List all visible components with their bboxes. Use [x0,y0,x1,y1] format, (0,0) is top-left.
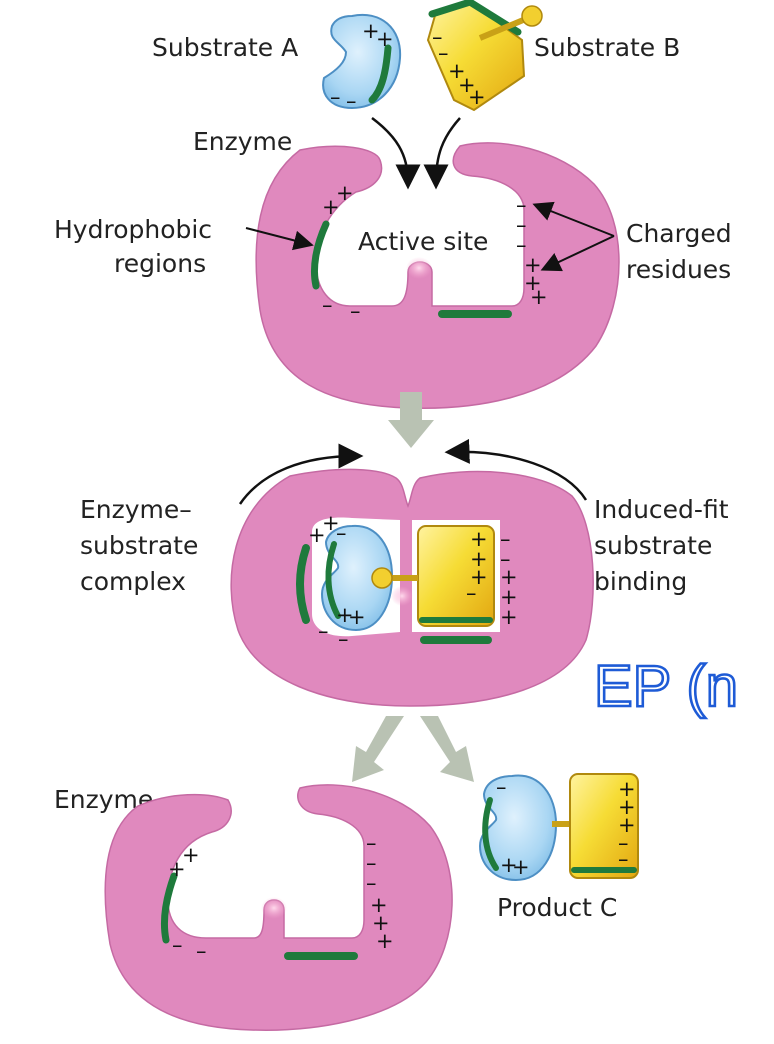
svg-text:–: – [366,851,377,875]
flow-arrow-to-enzyme [352,716,404,782]
charged-pointer-upper [532,201,615,237]
charged-pointer-lower [540,235,615,272]
svg-text:+: + [308,523,326,547]
svg-text:+: + [470,527,488,551]
charged-label-line1: Charged [626,219,732,248]
product-c: – ++ +++ –– [478,773,639,882]
product-label: Product C [497,893,617,922]
svg-text:+: + [182,843,200,867]
substrate-b-label: Substrate B [534,33,680,62]
svg-text:+: + [524,253,542,277]
induced-fit-label-line1: Induced-fit [594,495,729,524]
enzyme-open: ++ –– ––– +++ [255,142,620,409]
closing-arrow-right [444,438,588,501]
svg-text:+: + [524,271,542,295]
hydrophobic-pointer [245,227,314,251]
svg-text:+: + [618,813,636,837]
induced-fit-label-line3: binding [594,567,687,596]
svg-text:–: – [172,933,183,957]
substrate-a: ++ –– [322,13,402,113]
svg-text:+: + [500,853,518,877]
induced-fit-label-line2: substrate [594,531,712,560]
svg-text:–: – [500,527,511,551]
svg-text:+: + [376,27,394,51]
flow-arrow-down [388,392,434,448]
svg-text:+: + [500,585,518,609]
svg-text:–: – [318,619,329,643]
svg-text:–: – [516,213,527,237]
es-complex-label-line1: Enzyme– [80,495,192,524]
svg-text:+: + [512,855,530,879]
svg-text:+: + [618,795,636,819]
svg-text:+: + [448,59,466,83]
svg-text:+: + [370,893,388,917]
closing-arrow-left [238,443,364,505]
svg-text:–: – [338,627,349,651]
svg-text:–: – [618,847,629,871]
svg-text:+: + [168,857,186,881]
binding-arrow-b [423,117,461,190]
svg-text:+: + [618,777,636,801]
hydrophobic-label-line1: Hydrophobic [54,215,212,244]
svg-text:–: – [432,25,443,49]
binding-arrow-a [371,117,421,190]
svg-text:+: + [470,547,488,571]
active-site-label: Active site [358,227,488,256]
svg-text:+: + [336,603,354,627]
svg-text:–: – [330,85,341,109]
svg-text:–: – [466,581,477,605]
svg-text:–: – [366,831,377,855]
svg-text:–: – [496,775,507,799]
charged-label-line2: residues [626,255,731,284]
svg-text:+: + [468,85,486,109]
svg-text:+: + [348,605,366,629]
flow-arrow-to-product [420,716,474,782]
svg-text:–: – [618,831,629,855]
svg-text:–: – [516,233,527,257]
enzyme-regenerated: ++ –– ––– +++ [104,784,453,1031]
svg-text:–: – [196,939,207,963]
substrate-b: –– +++ [426,0,543,112]
es-complex-label-line3: complex [80,567,186,596]
enzyme-closed: ++– –– ++ +++– ––+++ [230,468,594,707]
svg-text:+: + [470,565,488,589]
svg-text:+: + [376,929,394,953]
svg-text:+: + [322,195,340,219]
enzyme-label-top: Enzyme [193,127,292,156]
svg-text:+: + [500,565,518,589]
svg-text:+: + [458,73,476,97]
handwritten-annotation: EP (n [594,654,738,719]
svg-text:–: – [438,41,449,65]
svg-text:–: – [500,547,511,571]
hydrophobic-label-line2: regions [114,249,206,278]
svg-text:–: – [322,293,333,317]
svg-text:–: – [336,521,347,545]
svg-text:–: – [346,89,357,113]
svg-text:–: – [516,193,527,217]
svg-text:+: + [372,911,390,935]
svg-text:+: + [362,19,380,43]
es-complex-label-line2: substrate [80,531,198,560]
svg-text:+: + [336,181,354,205]
svg-text:+: + [530,285,548,309]
svg-text:+: + [500,605,518,629]
substrate-a-label: Substrate A [152,33,298,62]
svg-text:+: + [322,511,340,535]
svg-text:–: – [350,299,361,323]
svg-text:–: – [366,871,377,895]
